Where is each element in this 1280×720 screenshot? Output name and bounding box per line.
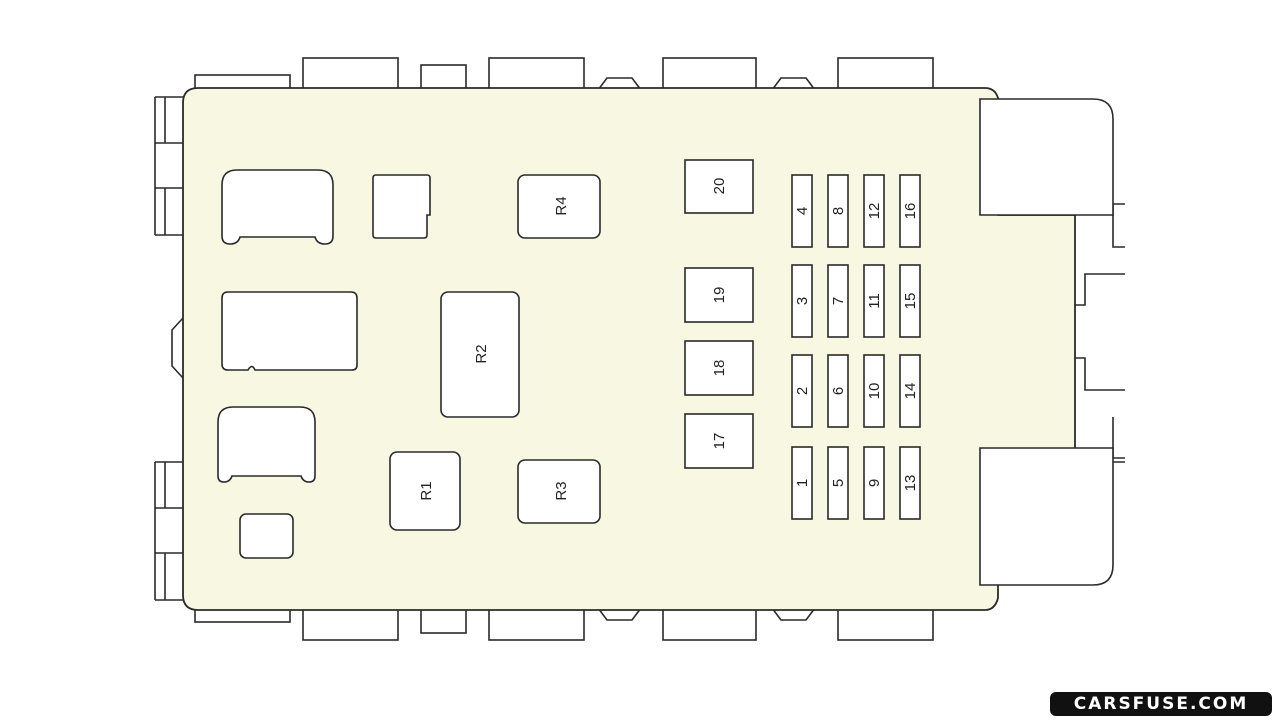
- fuse-label: 8: [830, 207, 847, 215]
- fuse-label: 6: [830, 387, 847, 395]
- fuse-slot: [863, 446, 885, 520]
- fuse-slot: [791, 446, 813, 520]
- fuse-label: 13: [902, 475, 919, 492]
- top-connectors: [194, 57, 934, 91]
- fuse-label: 4: [794, 207, 811, 215]
- fuse-label: 18: [711, 360, 728, 377]
- fuse-label: 16: [902, 203, 919, 220]
- relay-label: R2: [473, 344, 490, 363]
- fuse-slot: [827, 446, 849, 520]
- right-connector-lines: [1075, 203, 1125, 463]
- bottom-connectors: [194, 607, 934, 641]
- fuse-7: 7: [827, 264, 849, 338]
- fuse-12: 12: [863, 174, 885, 248]
- fuse-label: 17: [711, 433, 728, 450]
- relay-label: R1: [418, 481, 435, 500]
- fuse-label: 15: [902, 293, 919, 310]
- fuse-4: 4: [791, 174, 813, 248]
- small-block-bottom-left: [239, 513, 294, 559]
- large-connector-lower-left: [217, 406, 316, 483]
- fuse-slot: [827, 174, 849, 248]
- fuse-19: 19: [684, 267, 754, 323]
- fuse-slot: [899, 446, 921, 520]
- relay-r4: R4: [517, 174, 601, 239]
- relay-r1: R1: [389, 451, 461, 531]
- fuse-slot: [863, 354, 885, 428]
- fuse-label: 10: [866, 383, 883, 400]
- right-connector-bottom: [979, 447, 1114, 586]
- fuse-slot: [899, 354, 921, 428]
- fuse-slot: [899, 174, 921, 248]
- fuse-label: 2: [794, 387, 811, 395]
- fuse-10: 10: [863, 354, 885, 428]
- fuse-slot: [863, 264, 885, 338]
- fuse-13: 13: [899, 446, 921, 520]
- small-block-top: [372, 174, 431, 239]
- fuse-label: 1: [794, 479, 811, 487]
- fuse-16: 16: [899, 174, 921, 248]
- fuse-label: 9: [866, 479, 883, 487]
- fuse-label: 14: [902, 383, 919, 400]
- relay-r3: R3: [517, 459, 601, 524]
- watermark-logo: CARSFUSE.COM: [1050, 692, 1272, 716]
- large-connector-mid-left: [221, 291, 358, 371]
- large-connector-top-left: [221, 169, 334, 245]
- fuse-14: 14: [899, 354, 921, 428]
- fuse-label: 7: [830, 297, 847, 305]
- fuse-slot: [827, 354, 849, 428]
- fuse-label: 20: [711, 178, 728, 195]
- fuse-2: 2: [791, 354, 813, 428]
- fuse-label: 5: [830, 479, 847, 487]
- fuse-slot: [863, 174, 885, 248]
- fuse-label: 12: [866, 203, 883, 220]
- fuse-label: 3: [794, 297, 811, 305]
- right-connector-top: [979, 98, 1114, 216]
- fuse-15: 15: [899, 264, 921, 338]
- fuse-3: 3: [791, 264, 813, 338]
- fuse-slot: [791, 174, 813, 248]
- fuse-9: 9: [863, 446, 885, 520]
- fuse-11: 11: [863, 264, 885, 338]
- relay-label: R3: [553, 481, 570, 500]
- fuse-18: 18: [684, 340, 754, 396]
- left-connectors: [154, 96, 184, 601]
- fuse-slot: [791, 354, 813, 428]
- fuse-slot: [827, 264, 849, 338]
- fuse-8: 8: [827, 174, 849, 248]
- fuse-6: 6: [827, 354, 849, 428]
- fuse-label: 11: [866, 293, 883, 309]
- relay-label: R4: [553, 196, 570, 215]
- fuse-1: 1: [791, 446, 813, 520]
- fuse-17: 17: [684, 413, 754, 469]
- fuse-slot: [791, 264, 813, 338]
- relay-r2: R2: [440, 291, 520, 418]
- fuse-20: 20: [684, 159, 754, 214]
- fuse-slot: [899, 264, 921, 338]
- fuse-label: 19: [711, 287, 728, 304]
- fuse-5: 5: [827, 446, 849, 520]
